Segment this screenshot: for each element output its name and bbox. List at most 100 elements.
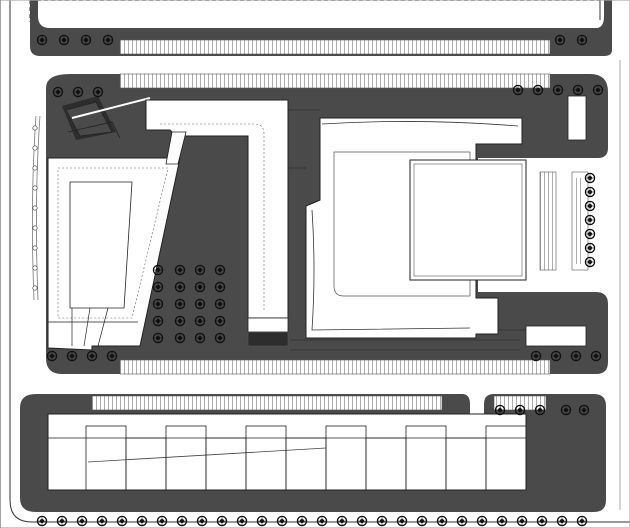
north-l-wing <box>145 99 289 319</box>
tree-icon <box>584 228 596 240</box>
east-courtyard-hall <box>409 159 527 281</box>
tree-icon <box>576 515 588 527</box>
south-parking-row <box>91 395 443 411</box>
tree-icon <box>584 242 596 254</box>
east-parking-bay-a <box>539 171 557 271</box>
tree-icon <box>456 515 468 527</box>
tree-icon <box>214 264 226 276</box>
tree-icon <box>416 515 428 527</box>
tree-icon <box>174 298 186 310</box>
tree-icon <box>174 264 186 276</box>
tree-icon <box>560 404 572 416</box>
tree-icon <box>534 404 546 416</box>
west-wedge-rails <box>48 307 138 347</box>
south-long-building <box>47 413 527 491</box>
northwest-link-wall <box>67 121 121 139</box>
tree-icon <box>236 515 248 527</box>
tree-icon <box>396 515 408 527</box>
tree-icon <box>86 350 98 362</box>
tree-icon <box>76 515 88 527</box>
central-parking-bottom <box>119 359 551 375</box>
tree-icon <box>58 34 70 46</box>
tree-icon <box>116 515 128 527</box>
west-wedge-dashed-outline <box>57 167 169 319</box>
tree-icon <box>214 298 226 310</box>
top-parking-row <box>119 39 551 55</box>
bollard-icon <box>32 145 38 151</box>
tree-icon <box>174 281 186 293</box>
tree-icon <box>496 515 508 527</box>
tree-icon <box>584 214 596 226</box>
bottom-tree-row <box>36 515 588 527</box>
west-path-bollards <box>32 125 38 291</box>
tree-icon <box>584 186 596 198</box>
tree-icon <box>584 200 596 212</box>
bollard-icon <box>32 165 38 171</box>
tree-icon <box>152 332 164 344</box>
tree-icon <box>256 515 268 527</box>
bollard-icon <box>32 245 38 251</box>
tree-icon <box>136 515 148 527</box>
east-parking-bay-b-stripes <box>576 178 584 264</box>
tree-icon <box>276 515 288 527</box>
tree-icon <box>554 34 566 46</box>
tree-icon <box>316 515 328 527</box>
tree-icon <box>46 350 58 362</box>
tree-icon <box>36 34 48 46</box>
tree-icon <box>36 515 48 527</box>
tree-icon <box>592 84 604 96</box>
tree-icon <box>576 34 588 46</box>
tree-icon <box>532 84 544 96</box>
tree-icon <box>214 281 226 293</box>
tree-icon <box>436 515 448 527</box>
northwest-canopy-line <box>71 97 151 119</box>
bollard-icon <box>32 185 38 191</box>
tree-icon <box>196 515 208 527</box>
tree-icon <box>578 404 590 416</box>
north-l-wing-base <box>247 317 289 333</box>
tree-icon <box>590 350 602 362</box>
east-main-inner-outline <box>333 151 471 297</box>
east-annex-small <box>567 95 587 141</box>
south-building-modules <box>85 425 527 491</box>
tree-icon <box>194 315 206 327</box>
tree-icon <box>584 172 596 184</box>
east-main-wavy-edge <box>311 121 519 331</box>
north-l-wing-ramp <box>165 131 187 165</box>
tree-icon <box>152 315 164 327</box>
west-path-strip <box>32 115 41 301</box>
west-wedge-building <box>47 157 181 351</box>
tree-icon <box>194 281 206 293</box>
tree-icon <box>536 515 548 527</box>
tree-icon <box>476 515 488 527</box>
tree-icon <box>356 515 368 527</box>
tree-icon <box>552 84 564 96</box>
tree-icon <box>156 515 168 527</box>
bollard-icon <box>32 205 38 211</box>
tree-icon <box>80 34 92 46</box>
tree-icon <box>494 404 506 416</box>
west-wedge-inner-court <box>69 181 133 309</box>
tree-icon <box>176 515 188 527</box>
tree-icon <box>152 281 164 293</box>
north-l-wing-stair <box>247 331 289 347</box>
tree-icon <box>66 350 78 362</box>
tree-icon <box>92 86 104 98</box>
tree-icon <box>214 332 226 344</box>
east-courtyard-hall-inner <box>413 163 523 277</box>
central-parking-top <box>119 73 551 89</box>
bollard-icon <box>32 265 38 271</box>
tree-icon <box>572 84 584 96</box>
tree-icon <box>584 256 596 268</box>
tree-icon <box>216 515 228 527</box>
tree-icon <box>550 350 562 362</box>
tree-icon <box>570 350 582 362</box>
tree-icon <box>516 515 528 527</box>
tree-icon <box>514 404 526 416</box>
bollard-icon <box>32 285 38 291</box>
tree-icon <box>556 515 568 527</box>
tree-icon <box>72 86 84 98</box>
tree-icon <box>512 84 524 96</box>
tree-icon <box>96 515 108 527</box>
